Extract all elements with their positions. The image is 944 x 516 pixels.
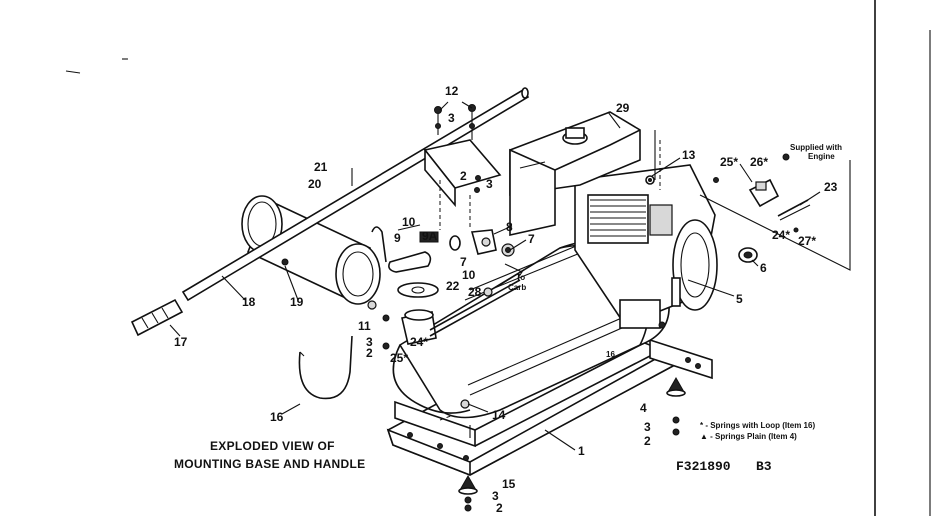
callout-24-left: 24* [410,335,428,349]
note-supplied-line1: Supplied with [790,143,842,152]
small-mark: 16 [606,350,615,359]
callout-2-bracket: 2 [460,169,467,183]
callout-14: 14 [492,408,506,422]
callout-20: 20 [308,177,322,191]
right-side-parts [645,130,851,271]
callout-29: 29 [616,101,630,115]
legend-springs-loop: * - Springs with Loop (Item 16) [700,421,815,430]
callout-25-left: 25* [390,351,408,365]
callout-8: 8 [506,220,513,234]
callout-4: 4 [640,401,647,415]
figure-suffix: B3 [756,459,772,474]
callout-9a: 9A [422,229,438,243]
vibration-mounts [458,376,686,512]
note-supplied-line2: Engine [808,152,835,161]
callout-9: 9 [394,231,401,245]
note-to-carb-line1: To [516,273,525,282]
callout-3-top: 3 [448,111,455,125]
callout-3-right: 3 [644,420,651,434]
figure-code: F321890 [676,459,731,474]
callout-12: 12 [445,84,459,98]
callout-7-left: 7 [460,255,467,269]
callout-13: 13 [682,148,696,162]
callout-2-left: 2 [366,346,373,360]
callout-3-left: 3 [366,335,373,349]
callout-numbers: 12 3 21 20 2 3 29 13 25* 26* 23 24* 27* … [174,84,838,515]
callout-24-right: 24* [772,228,790,242]
callout-22: 22 [446,279,460,293]
diagram-title-line1: EXPLODED VIEW OF [210,439,335,453]
fuel-line-parts [367,226,523,350]
leader-lines [169,101,821,451]
diagram-title-line2: MOUNTING BASE AND HANDLE [174,457,365,471]
callout-15: 15 [502,477,516,491]
callout-26: 26* [750,155,768,169]
fuel-tank [509,111,641,236]
callout-6: 6 [760,261,767,275]
callout-2-right: 2 [644,434,651,448]
callout-3-bottom: 3 [492,489,499,503]
engine-block [574,164,718,329]
title-block: EXPLODED VIEW OF MOUNTING BASE AND HANDL… [174,439,772,474]
callout-10-lower: 10 [462,268,476,282]
notes: Supplied with Engine To Carb 16 * - Spri… [508,143,842,441]
callout-21: 21 [314,160,328,174]
callout-2-bottom: 2 [496,501,503,515]
callout-10-upper: 10 [402,215,416,229]
page-border-lines [65,0,931,516]
callout-3-bracket: 3 [486,177,493,191]
callout-16: 16 [270,410,284,424]
spring-with-loop [298,335,353,400]
handle-bar [130,87,530,337]
callout-17: 17 [174,335,188,349]
callout-23: 23 [824,180,838,194]
note-to-carb-line2: Carb [508,283,526,292]
muffler [241,195,381,305]
handle-bracket [423,104,502,230]
callout-5: 5 [736,292,743,306]
callout-18: 18 [242,295,256,309]
callout-28: 28 [468,285,482,299]
callout-19: 19 [290,295,304,309]
callout-11: 11 [358,319,371,333]
callout-7-right: 7 [528,232,535,246]
callout-25-top: 25* [720,155,738,169]
callout-1: 1 [578,444,585,458]
legend-springs-plain: ▲ - Springs Plain (Item 4) [700,432,797,441]
callout-27: 27* [798,234,816,248]
